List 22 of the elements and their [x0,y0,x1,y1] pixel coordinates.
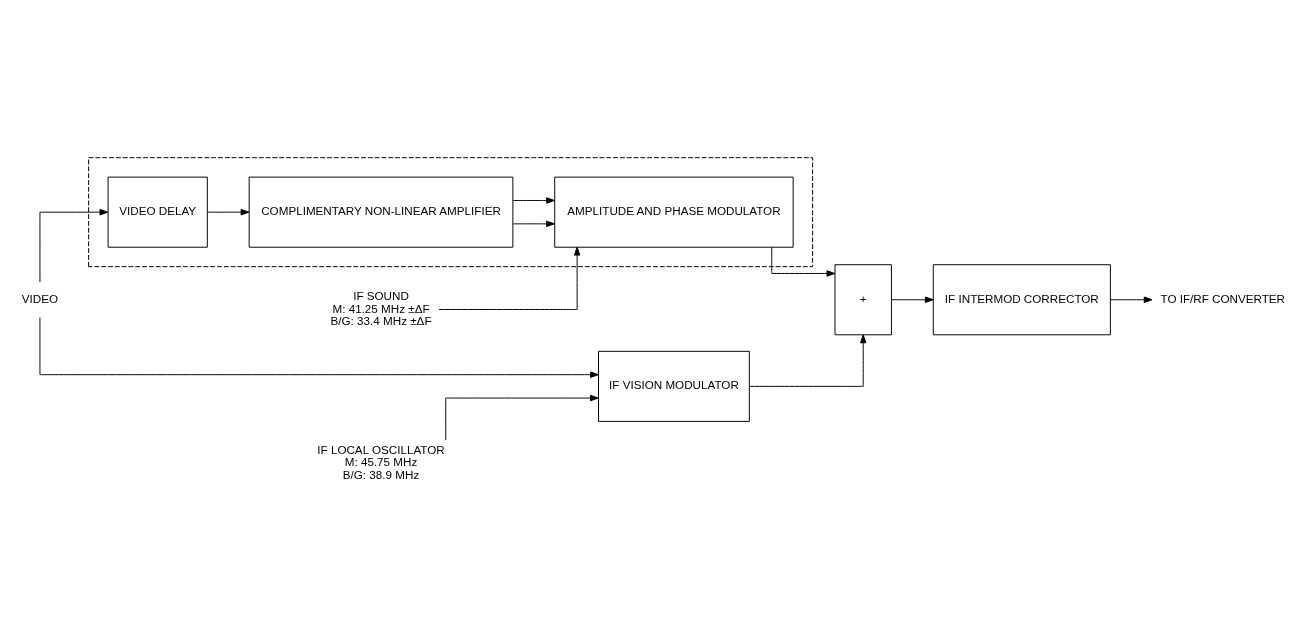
arrow [512,220,555,228]
arrow [771,247,836,277]
arrow [39,208,109,283]
arrow [207,208,250,216]
arrow [39,317,599,378]
node-text: IF SOUND M: 41.25 MHz ±ΔF B/G: 33.4 MHz ±ΔF [330,288,432,328]
arrow [438,246,581,310]
node-box: AMPLITUDE AND PHASE MODULATOR [554,176,794,248]
node-text: TO IF/RF CONVERTER [1160,291,1286,305]
node-box: + [834,264,892,336]
node-box: VIDEO DELAY [107,176,208,248]
arrow [749,334,867,387]
arrow [1110,296,1153,303]
node-text: VIDEO [21,291,59,305]
arrow [891,296,934,303]
node-text: IF LOCAL OSCILLATOR M: 45.75 MHz B/G: 38.9 MHz [317,442,445,481]
node-box: IF INTERMOD CORRECTOR [932,264,1111,336]
arrow [445,394,599,441]
node-box: COMPLIMENTARY NON-LINEAR AMPLIFIER [248,176,514,248]
node-box: IF VISION MODULATOR [598,350,750,422]
arrow [512,197,555,204]
cluster [88,157,814,268]
